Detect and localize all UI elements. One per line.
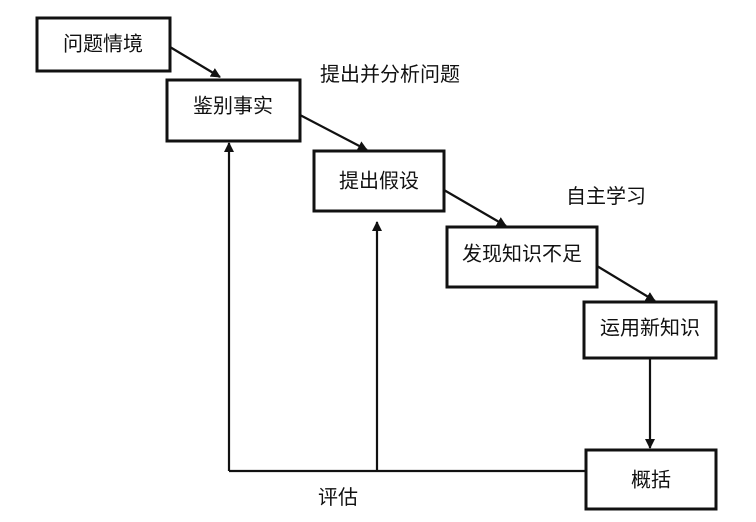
annotation-evaluate: 评估 [318, 485, 358, 509]
annotation-raise-and-analyze: 提出并分析问题 [320, 62, 460, 86]
node-propose-hypothesis-label: 提出假设 [339, 169, 419, 193]
node-summarize-label: 概括 [631, 468, 671, 492]
node-identify-facts-label: 鉴别事实 [193, 94, 273, 118]
arrow-gap-to-apply [596, 265, 656, 302]
node-summarize: 概括 [584, 448, 718, 511]
node-problem-situation-label: 问题情境 [63, 32, 143, 56]
node-problem-situation: 问题情境 [35, 16, 172, 73]
node-discover-knowledge-gap-label: 发现知识不足 [462, 242, 582, 266]
node-apply-new-knowledge: 运用新知识 [582, 300, 718, 360]
annotation-self-directed-learning: 自主学习 [566, 184, 646, 208]
node-propose-hypothesis: 提出假设 [312, 149, 446, 213]
arrow-facts-to-hypothesis [299, 114, 368, 151]
node-apply-new-knowledge-label: 运用新知识 [600, 316, 700, 340]
arrow-problem-to-facts [169, 46, 221, 78]
node-discover-knowledge-gap: 发现知识不足 [445, 225, 599, 289]
arrow-hypothesis-to-gap [443, 189, 507, 227]
node-identify-facts: 鉴别事实 [165, 78, 302, 143]
